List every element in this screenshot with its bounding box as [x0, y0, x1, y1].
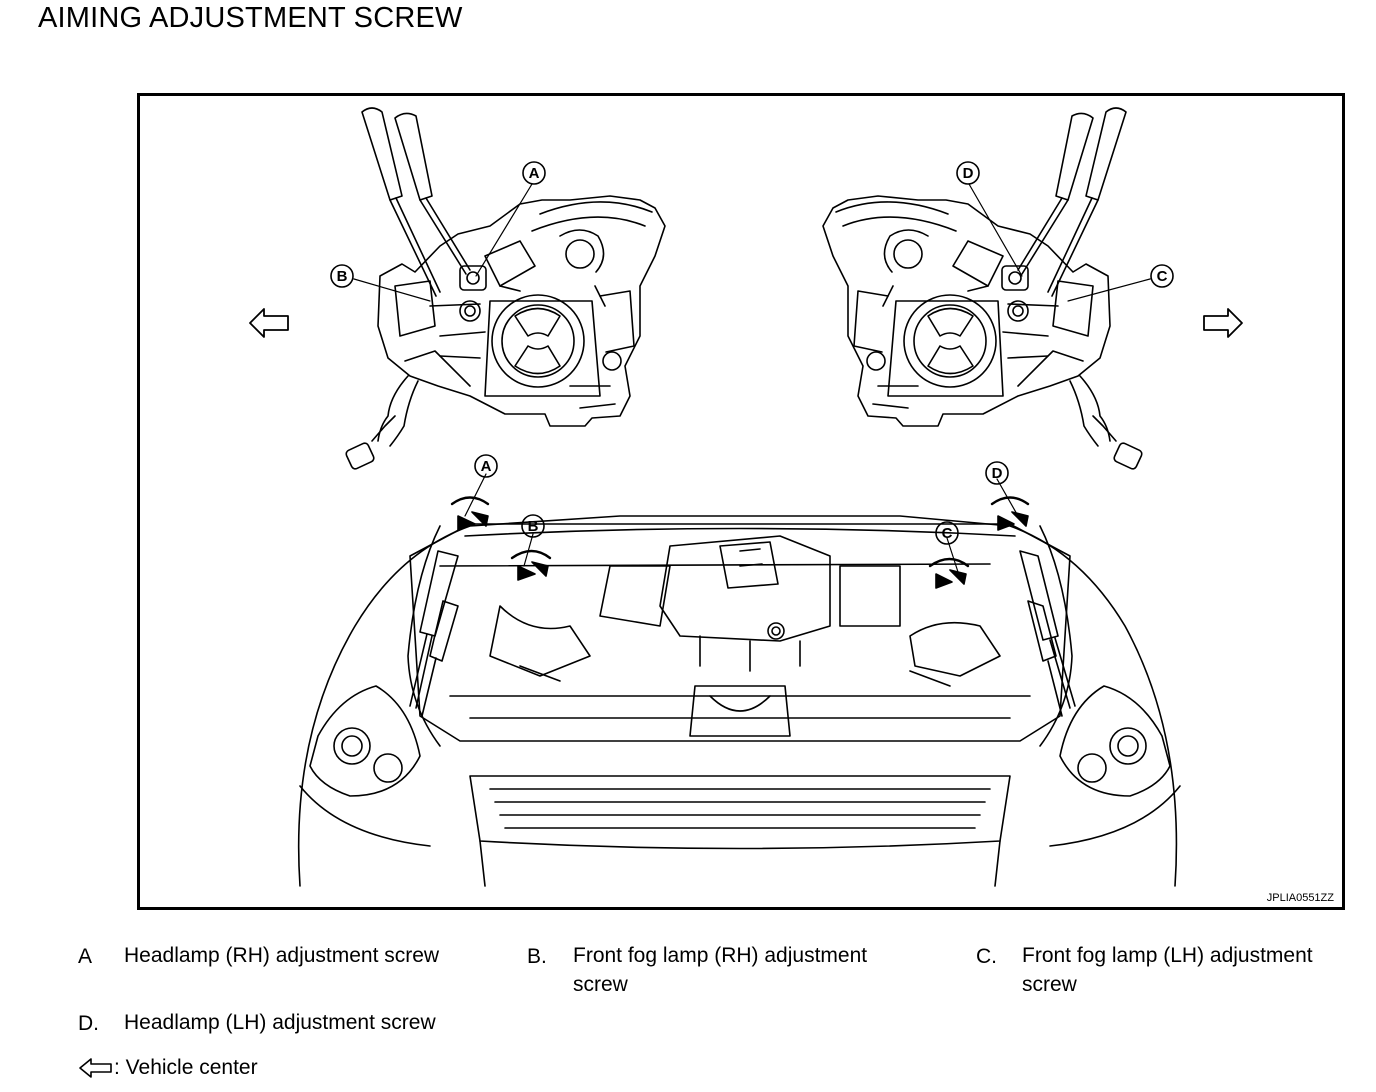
callout-c-top: C: [1157, 268, 1168, 285]
left-vehicle-center-arrow-icon: [249, 308, 289, 338]
legend-key-c: C.: [976, 945, 997, 968]
callout-d-bay-circle: [985, 461, 1009, 485]
callout-d-bay: D: [992, 465, 1003, 482]
figure-code: JPLIA0551ZZ: [1266, 892, 1334, 904]
right-vehicle-center-arrow-icon: [1203, 308, 1243, 338]
headlamp-rh-assembly: [345, 195, 666, 470]
callout-b-top: B: [337, 268, 348, 285]
diagram-svg: A B D C A B C D: [249, 107, 1243, 887]
vehicle-front-view: [297, 496, 1181, 887]
legend-key-a: A: [78, 945, 93, 968]
callout-b-top-circle: [330, 264, 354, 288]
page-title: AIMING ADJUSTMENT SCREW: [38, 2, 463, 34]
vehicle-center-note: : Vehicle center: [78, 1056, 258, 1080]
callout-d-top-circle: [956, 161, 980, 185]
screwdriver-rh-pair: [361, 107, 471, 297]
callout-a-top: A: [529, 165, 540, 182]
headlamp-lh-assembly: [822, 107, 1143, 470]
callout-leaders: [353, 183, 1151, 573]
legend-key-d: D.: [78, 1012, 99, 1035]
legend-text-c: Front fog lamp (LH) adjustment screw: [1022, 944, 1313, 996]
diagram-figure: A B D C A B C D JPLIA0551ZZ: [137, 93, 1345, 910]
callout-a-bay-circle: [474, 454, 498, 478]
callout-b-bay: B: [528, 518, 539, 535]
callout-c-bay-circle: [935, 521, 959, 545]
callout-circles: [330, 161, 1174, 545]
callout-c-bay: C: [942, 525, 953, 542]
callout-a-top-circle: [522, 161, 546, 185]
callout-d-top: D: [963, 165, 974, 182]
legend-key-b: B.: [527, 945, 547, 968]
vehicle-center-label: : Vehicle center: [114, 1056, 258, 1079]
callout-c-top-circle: [1150, 264, 1174, 288]
callout-a-bay: A: [481, 458, 492, 475]
legend-text-b: Front fog lamp (RH) adjustment screw: [573, 944, 868, 996]
callout-b-bay-circle: [521, 514, 545, 538]
legend-text-d: Headlamp (LH) adjustment screw: [124, 1011, 436, 1034]
hollow-arrow-icon: [79, 1058, 112, 1078]
legend-text-a: Headlamp (RH) adjustment screw: [124, 944, 440, 967]
